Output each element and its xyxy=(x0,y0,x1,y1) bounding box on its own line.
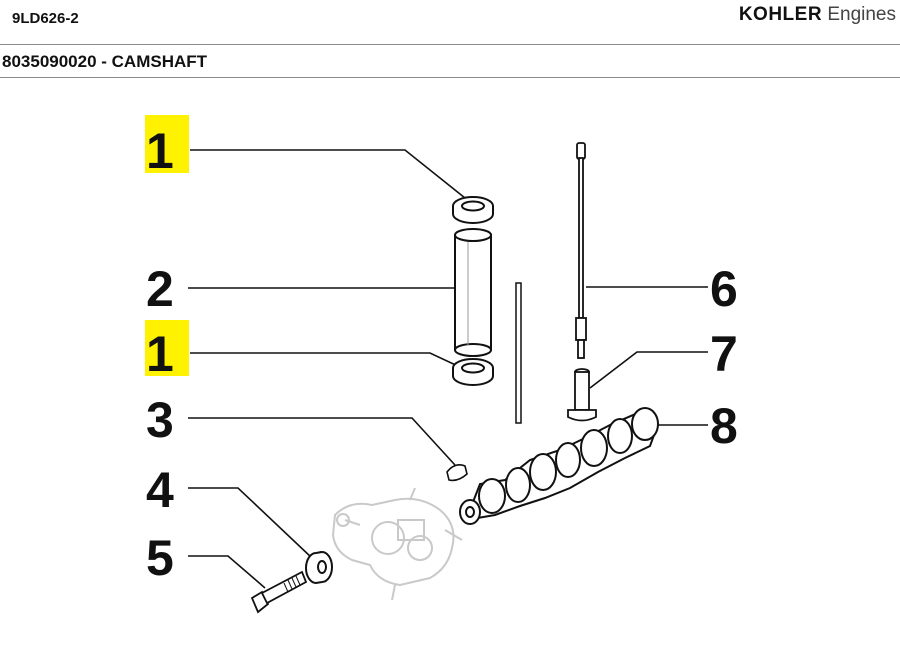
woodruff-key-part xyxy=(446,464,468,482)
rod-part xyxy=(515,282,522,424)
callout-1b-label: 1 xyxy=(146,326,174,382)
brand-name-light: Engines xyxy=(822,4,896,25)
top-header-bar: 9LD626-2 KOHLER Engines xyxy=(0,0,900,45)
leader-line-1a xyxy=(190,149,466,199)
callout-4-label: 4 xyxy=(146,462,174,518)
callout-7-label: 7 xyxy=(710,326,738,382)
callout-2-label: 2 xyxy=(146,261,174,317)
engine-model: 9LD626-2 xyxy=(12,10,79,27)
callout-1a-highlight xyxy=(145,115,189,173)
sleeve-tube-part xyxy=(454,228,492,357)
callout-3-label: 3 xyxy=(146,392,174,448)
bolt-part xyxy=(250,570,308,614)
callout-1a-label: 1 xyxy=(146,123,174,179)
engine-block-ghost xyxy=(331,487,463,601)
part-title-bar: 8035090020 - CAMSHAFT xyxy=(0,44,900,78)
callout-8-label: 8 xyxy=(710,398,738,454)
tappet-part xyxy=(567,368,597,422)
leader-line-5 xyxy=(188,555,266,589)
leader-line-3 xyxy=(188,417,456,466)
callout-5-label: 5 xyxy=(146,530,174,586)
brand-name-bold: KOHLER xyxy=(738,4,823,25)
part-title: 8035090020 - CAMSHAFT xyxy=(2,52,208,71)
callout-6-label: 6 xyxy=(710,261,738,317)
bushing-lower-part xyxy=(452,358,494,386)
washer-part xyxy=(305,551,333,585)
kohler-engines-logo: KOHLER Engines xyxy=(739,4,896,26)
leader-line-1b xyxy=(190,352,463,369)
push-rod-part xyxy=(575,142,587,359)
leader-line-7 xyxy=(589,351,708,389)
camshaft-part xyxy=(459,407,660,525)
exploded-parts-diagram: 1 2 1 3 4 5 6 7 8 xyxy=(145,115,738,614)
leader-line-4 xyxy=(188,487,313,559)
callout-1b-highlight xyxy=(145,320,189,376)
bushing-upper-part xyxy=(452,196,494,224)
